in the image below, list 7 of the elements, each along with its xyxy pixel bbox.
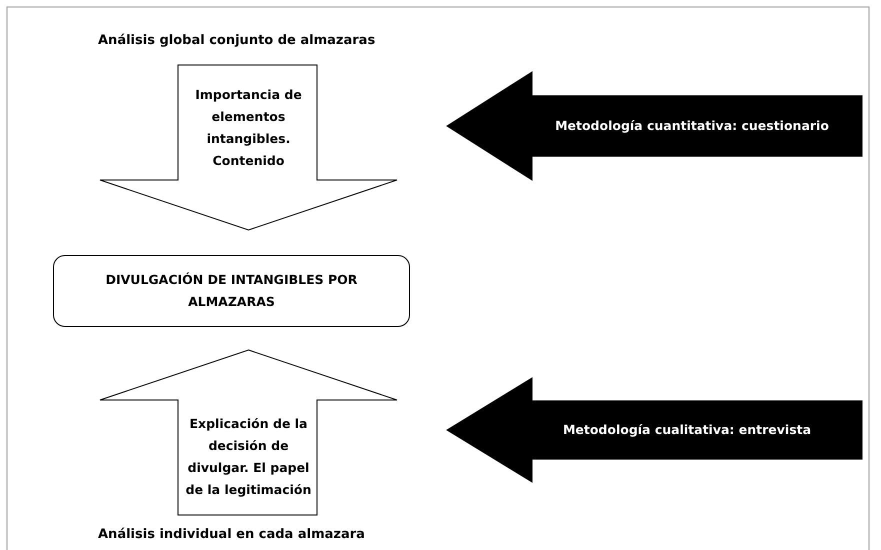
arrow-text: Metodología cuantitativa: cuestionario (554, 117, 830, 135)
process-box: DIVULGACIÓN DE INTANGIBLES POR ALMAZARAS (53, 255, 410, 327)
section-heading: Análisis global conjunto de almazaras (98, 33, 376, 48)
arrow-text: Importancia de elementos intangibles. Contenido (194, 86, 303, 170)
arrow-text: Explicación de la decisión de divulgar. El papel de la legitimación (184, 415, 312, 499)
arrow-text: Metodología cualitativa: entrevista (562, 421, 812, 439)
section-heading: Análisis individual en cada almazara (98, 527, 365, 542)
